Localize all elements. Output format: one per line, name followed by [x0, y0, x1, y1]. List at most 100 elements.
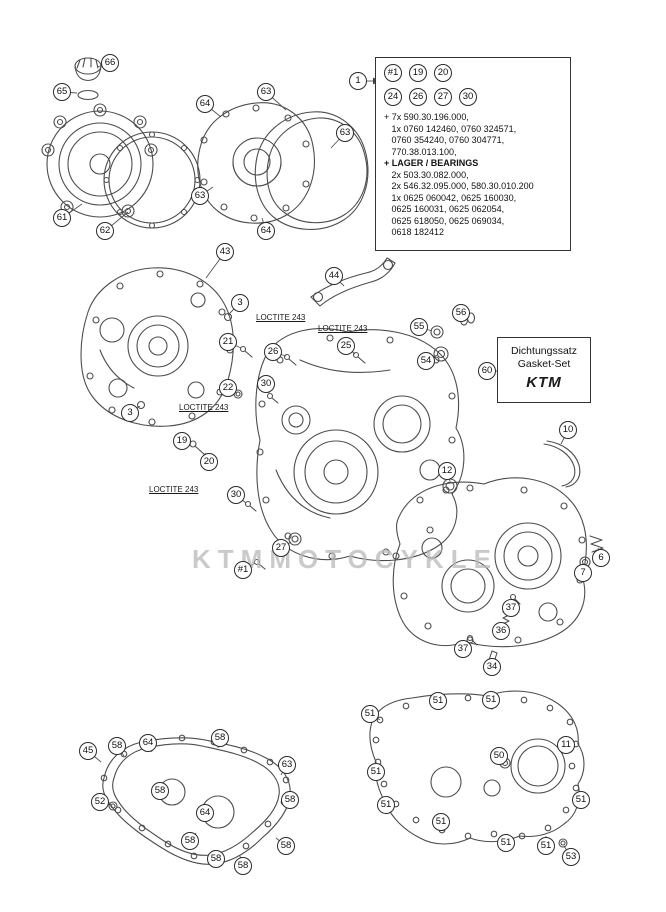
oil-plug-drawing — [74, 57, 102, 101]
part-callout-51: 51 — [429, 692, 447, 710]
loctite-label: LOCTITE 243 — [256, 313, 306, 322]
part-callout-36: 36 — [492, 622, 510, 640]
part-callout-50: 50 — [490, 747, 508, 765]
part-callout-6: 6 — [592, 549, 610, 567]
gasket-bottom-right-drawing — [369, 690, 585, 845]
info-box-callout-row-2: 24 26 27 30 — [384, 88, 564, 106]
part-callout-64: 64 — [139, 734, 157, 752]
part-callout-52: 52 — [91, 793, 109, 811]
part-callout-34: 34 — [483, 658, 501, 676]
part-number-line: + 7x 590.30.196.000, — [384, 112, 469, 122]
loctite-label: LOCTITE 243 — [149, 485, 199, 494]
info-callout-27: 27 — [434, 88, 452, 106]
part-number-line: 1x 0760 142460, 0760 324571, — [384, 123, 517, 134]
part-callout-56: 56 — [452, 304, 470, 322]
part-callout-51: 51 — [377, 796, 395, 814]
part-callout-11: 11 — [557, 736, 575, 754]
part-callout-20: 20 — [200, 453, 218, 471]
part-callout-53: 53 — [562, 848, 580, 866]
loctite-label: LOCTITE 243 — [318, 324, 368, 333]
wire-bracket-drawing — [543, 440, 581, 488]
info-callout-num1: #1 — [384, 64, 402, 82]
parts-info-box: #1 19 20 24 26 27 30 + 7x 590.30.196.000, 1x … — [375, 57, 571, 251]
part-callout-61: 61 — [53, 209, 71, 227]
engine-case-right-drawing — [392, 477, 587, 648]
info-callout-26: 26 — [409, 88, 427, 106]
info-callout-19: 19 — [409, 64, 427, 82]
part-callout-30: 30 — [227, 486, 245, 504]
o-ring-drawing — [77, 89, 99, 101]
part-number-line: 770.38.013.100, — [384, 146, 457, 157]
part-callout-num1: #1 — [234, 561, 252, 579]
part-callout-51: 51 — [361, 705, 379, 723]
part-callout-45: 45 — [79, 742, 97, 760]
part-callout-63: 63 — [278, 756, 296, 774]
part-callout-51: 51 — [482, 691, 500, 709]
part-callout-55: 55 — [410, 318, 428, 336]
part-callout-63: 63 — [191, 187, 209, 205]
part-callout-37: 37 — [454, 640, 472, 658]
gasket-set-box: Dichtungssatz Gasket-Set KTM — [497, 337, 591, 403]
part-callout-43: 43 — [216, 243, 234, 261]
ktm-logo: KTM — [526, 374, 562, 391]
gasket-set-label-de: Dichtungssatz — [511, 345, 577, 357]
gasket-set-label-en: Gasket-Set — [517, 357, 571, 370]
part-callout-58: 58 — [151, 782, 169, 800]
part-callout-26: 26 — [264, 343, 282, 361]
info-callout-20: 20 — [434, 64, 452, 82]
part-callout-1: 1 — [349, 72, 367, 90]
part-number-line: + LAGER / BEARINGS — [384, 158, 479, 168]
part-callout-64: 64 — [196, 95, 214, 113]
part-callout-58: 58 — [281, 791, 299, 809]
part-callout-58: 58 — [234, 857, 252, 875]
engine-case-center-drawing — [255, 328, 465, 562]
part-callout-21: 21 — [219, 333, 237, 351]
part-callout-58: 58 — [207, 850, 225, 868]
part-callout-12: 12 — [438, 462, 456, 480]
part-callout-51: 51 — [367, 763, 385, 781]
part-callout-64: 64 — [196, 804, 214, 822]
clutch-cover-inner-drawing — [197, 102, 315, 224]
part-callout-58: 58 — [211, 729, 229, 747]
info-callout-24: 24 — [384, 88, 402, 106]
part-callout-66: 66 — [101, 54, 119, 72]
part-callout-58: 58 — [181, 832, 199, 850]
info-box-part-numbers: + 7x 590.30.196.000, 1x 0760 142460, 076… — [384, 112, 564, 239]
part-callout-37: 37 — [502, 599, 520, 617]
part-callout-44: 44 — [325, 267, 343, 285]
part-callout-51: 51 — [572, 791, 590, 809]
part-callout-27: 27 — [272, 539, 290, 557]
part-callout-51: 51 — [432, 813, 450, 831]
part-callout-3: 3 — [231, 294, 249, 312]
part-callout-64: 64 — [257, 222, 275, 240]
part-number-line: 2x 546.32.095.000, 580.30.010.200 — [384, 181, 534, 191]
loctite-label: LOCTITE 243 — [179, 403, 229, 412]
part-callout-58: 58 — [277, 837, 295, 855]
part-callout-3: 3 — [121, 404, 139, 422]
part-callout-63: 63 — [257, 83, 275, 101]
clutch-cover-outer-drawing — [41, 103, 158, 218]
part-callout-30: 30 — [257, 375, 275, 393]
info-callout-30: 30 — [459, 88, 477, 106]
part-callout-10: 10 — [559, 421, 577, 439]
part-callout-51: 51 — [537, 837, 555, 855]
part-callout-22: 22 — [219, 379, 237, 397]
part-number-line: 0625 618050, 0625 069034, — [384, 215, 505, 226]
part-callout-7: 7 — [574, 564, 592, 582]
part-callout-58: 58 — [108, 737, 126, 755]
part-callout-62: 62 — [96, 222, 114, 240]
part-number-line: 0618 182412 — [384, 227, 445, 237]
part-number-line: 1x 0625 060042, 0625 160030, — [384, 192, 517, 203]
info-box-callout-row-1: #1 19 20 — [384, 64, 564, 82]
part-callout-65: 65 — [53, 83, 71, 101]
part-number-line: 2x 503.30.082.000, — [384, 169, 469, 180]
clutch-cover-gasket-drawing — [103, 131, 201, 229]
inner-cover-gasket-drawing — [254, 111, 369, 230]
part-callout-60: 60 — [478, 362, 496, 380]
part-callout-63: 63 — [336, 124, 354, 142]
part-callout-25: 25 — [337, 337, 355, 355]
part-number-line: 0625 160031, 0625 062054, — [384, 204, 505, 214]
part-callout-51: 51 — [497, 834, 515, 852]
part-callout-54: 54 — [417, 352, 435, 370]
